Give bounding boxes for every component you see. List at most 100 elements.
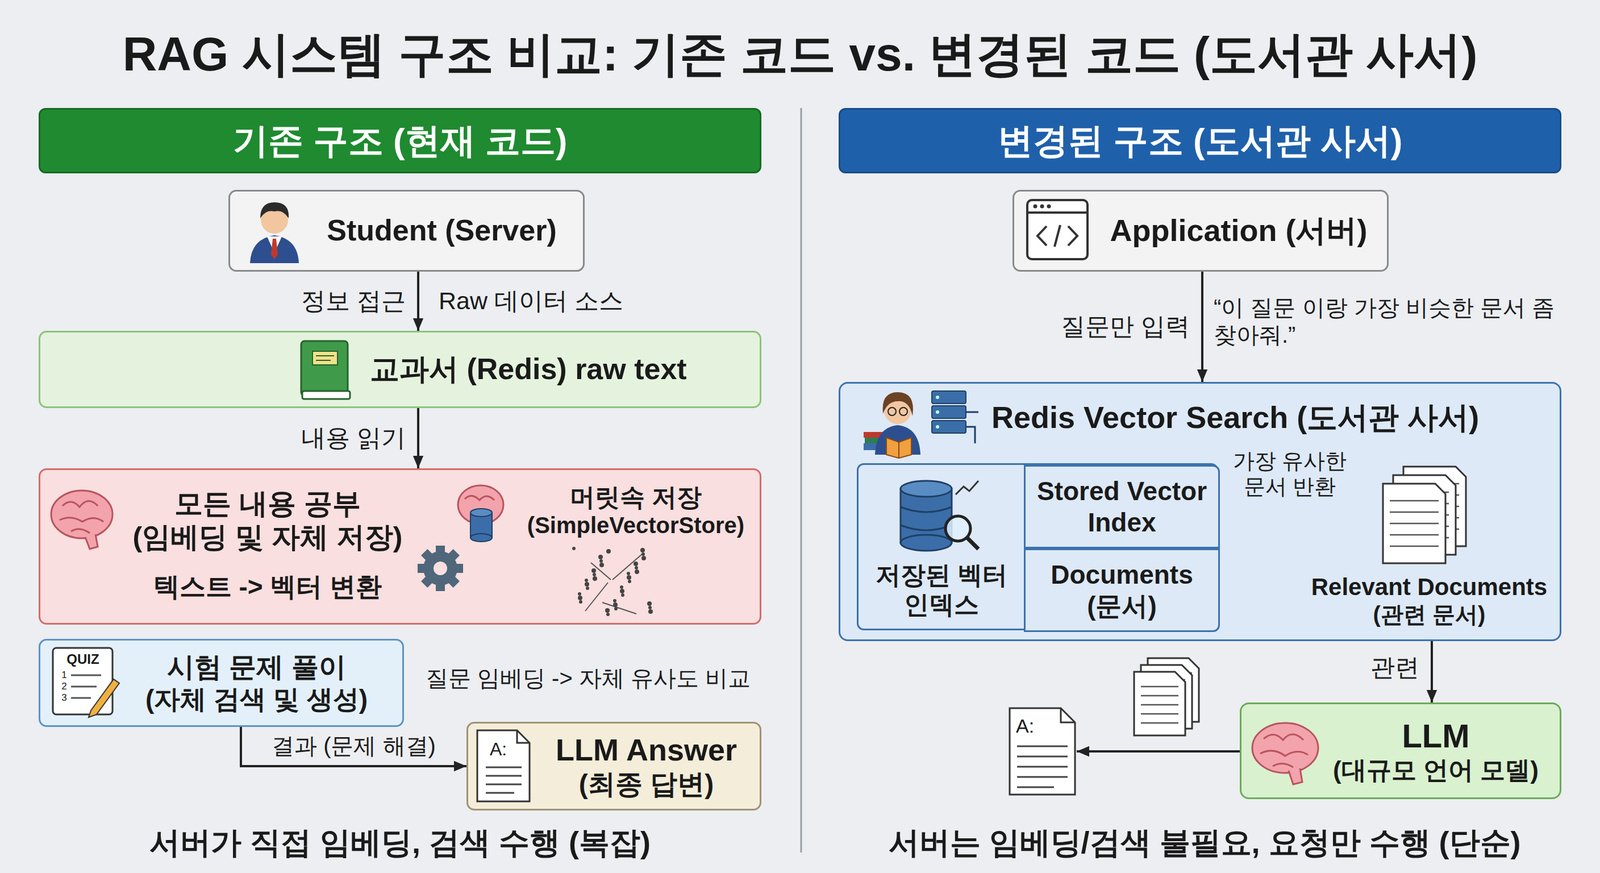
data-source-box: 교과서 (Redis) raw text: [38, 330, 762, 408]
brain-storage-icon: [457, 485, 504, 542]
edge-label: 정보 접근: [296, 285, 411, 318]
vector-database-icon: [900, 480, 979, 551]
page-line: [1389, 534, 1439, 536]
node-title: Redis Vector Search (도서관 사서): [991, 399, 1479, 436]
page-line: [1400, 536, 1449, 539]
page-line: [1389, 545, 1439, 548]
node-text: 텍스트 -> 벡터 변환: [153, 571, 383, 602]
page-outline: [1147, 657, 1199, 722]
node-title: 교과서 (Redis) raw text: [369, 351, 687, 387]
flow-arrow: [240, 726, 467, 766]
vector-dot: [585, 586, 590, 590]
document-line: [1017, 776, 1068, 778]
vector-dot: [634, 569, 640, 574]
page-outline: [1382, 483, 1446, 564]
node-title: 변경된 구조 (도서관 사서): [997, 119, 1403, 162]
flow-arrow: [417, 407, 420, 469]
page-line: [1140, 694, 1179, 697]
vector-dot: [619, 588, 625, 594]
vector-dot: [626, 571, 631, 575]
index-box: 저장된 벡터 인덱스Stored Vector IndexDocuments (…: [856, 463, 1219, 631]
page-line: [1154, 699, 1193, 702]
text-group: 텍스트 -> 벡터 변환: [108, 571, 427, 602]
annotation: Raw 데이터 소스: [438, 286, 624, 316]
vector-dot: [614, 606, 618, 611]
vector-dot: [592, 576, 598, 581]
vector-dot: [577, 595, 583, 600]
document-page: [1147, 657, 1199, 722]
text-group: 머릿속 저장(SimpleVectorStore): [513, 482, 758, 539]
textbook-icon: [301, 340, 350, 399]
page-line: [1410, 517, 1460, 519]
vector-dot: [605, 607, 610, 613]
vector-dot: [648, 605, 652, 610]
gear-tooth: [421, 574, 435, 588]
node-title: Application (서버): [1110, 212, 1368, 249]
edge-label: 가장 유사한 문서 반환: [1222, 446, 1357, 501]
page-line: [1154, 690, 1193, 693]
answer-box: LLM Answer(최종 답변): [466, 721, 762, 811]
vector-scatter-icon: [572, 546, 653, 616]
node-text: (최종 답변): [578, 768, 714, 801]
vector-dot: [592, 572, 597, 577]
vector-dot: [648, 609, 653, 614]
vector-dot: [641, 555, 647, 561]
vector-dot: [634, 565, 639, 570]
page-line: [1154, 708, 1193, 711]
result-documents: Relevant Documents(관련 문서): [1297, 465, 1561, 633]
page-line: [1400, 514, 1449, 516]
page-line: [1147, 715, 1186, 718]
node-text: (임베딩 및 자체 저장): [132, 520, 403, 554]
gear-tooth: [421, 548, 435, 562]
document-page: [1140, 664, 1193, 729]
node-title: 모든 내용 공부: [174, 486, 361, 521]
vector-dot: [606, 548, 611, 554]
process-box: 모든 내용 공부(임베딩 및 자체 저장) 머릿속 저장(SimpleVector…: [38, 468, 762, 625]
page-line: [1400, 491, 1449, 494]
node-title: A:: [1015, 714, 1035, 737]
page-outline: [1140, 664, 1193, 729]
page-outline: [1393, 475, 1456, 555]
vector-dot: [598, 554, 603, 560]
panel-header: 기존 구조 (현재 코드): [38, 107, 762, 174]
annotation: 질문 임베딩 -> 자체 유사도 비교: [425, 664, 751, 692]
document-page: [1382, 483, 1446, 564]
gear-icon: [417, 545, 464, 591]
vector-dot: [640, 547, 645, 553]
quote-note: “이 질문 이랑 가장 비슷한 문서 좀 찾아줘.”: [1213, 293, 1555, 349]
vector-dot: [606, 612, 610, 616]
vector-dot: [619, 585, 624, 589]
gear-tooth: [446, 548, 460, 562]
vector-dot: [647, 601, 652, 606]
icon-text: 2: [61, 680, 67, 693]
node-title: LLM: [1401, 716, 1470, 756]
panel-caption: 서버는 임베딩/검색 불필요, 요청만 수행 (단순): [888, 823, 1522, 861]
vector-dot: [584, 578, 589, 582]
vector-dot: [633, 561, 639, 566]
document-page: [1403, 466, 1466, 547]
page-line: [1147, 678, 1186, 681]
gear-tooth: [453, 563, 464, 573]
icon-text: 3: [61, 692, 67, 704]
vector-dot: [613, 602, 618, 607]
actor-box: Application (서버): [1012, 189, 1389, 272]
panel-header: 변경된 구조 (도서관 사서): [838, 107, 1562, 174]
node-title: 기존 구조 (현재 코드): [232, 119, 568, 162]
edge-label: 관련: [1365, 651, 1424, 684]
edge-label: 결과 (문제 해결): [267, 730, 441, 761]
node-text: (관련 문서): [1373, 601, 1486, 628]
flow-arrow: [417, 271, 420, 331]
answer-document-icon: [477, 730, 530, 802]
page-line: [1410, 494, 1460, 497]
brain-icon: [51, 490, 113, 549]
page-line: [1147, 688, 1186, 690]
document-page: [1134, 671, 1186, 736]
node-title: LLM Answer: [555, 731, 737, 769]
page-line: [1410, 505, 1460, 508]
page-line: [1147, 697, 1186, 699]
edge-label: 내용 읽기: [296, 422, 411, 454]
document-page: [1393, 475, 1456, 555]
page-line: [1140, 713, 1179, 715]
student-icon: [250, 202, 299, 264]
vector-dot: [599, 562, 604, 568]
